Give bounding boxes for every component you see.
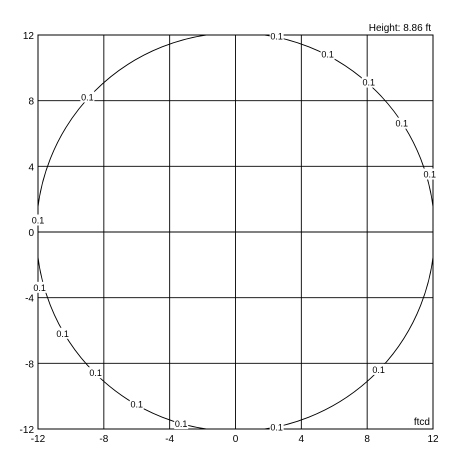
y-tick-label: 4 <box>28 162 34 173</box>
grid <box>38 35 433 429</box>
y-tick-label: -12 <box>20 425 35 436</box>
contour-label: 0.1 <box>394 117 409 129</box>
contour-label-bg <box>269 30 284 42</box>
x-tick-label: -12 <box>31 434 46 445</box>
contour-label: 0.1 <box>371 363 386 375</box>
contour-label-text: 0.1 <box>32 216 45 226</box>
contour-label-bg <box>394 117 409 129</box>
x-tick-label: 8 <box>364 434 370 445</box>
x-tick-label: 4 <box>299 434 305 445</box>
contour-label: 0.1 <box>88 367 103 379</box>
contour-label: 0.1 <box>80 91 95 103</box>
x-tick-label: 12 <box>427 434 439 445</box>
contour-label: 0.1 <box>422 168 437 180</box>
contour-label-text: 0.1 <box>395 119 408 129</box>
contour-label-bg <box>129 398 144 410</box>
contour-label: 0.1 <box>32 281 47 293</box>
contour-label-text: 0.1 <box>175 419 188 429</box>
y-tick-label: -4 <box>25 294 34 305</box>
contour-label-bg <box>422 168 437 180</box>
contour-label-text: 0.1 <box>89 368 102 378</box>
contour-label-bg <box>361 76 376 88</box>
contour-label-bg <box>80 91 95 103</box>
contour-label: 0.1 <box>269 30 284 42</box>
contour-label-text: 0.1 <box>33 283 46 293</box>
contour-label: 0.1 <box>361 76 376 88</box>
axis-ticks: -12 -8 -4 0 4 8 12 12 8 4 0 -4 -8 -12 <box>20 31 439 445</box>
contour-label-bg <box>31 214 45 226</box>
contour-label-bg <box>174 418 189 430</box>
contour-label-text: 0.1 <box>363 78 376 88</box>
contour-label-bg <box>32 281 47 293</box>
contour-label-text: 0.1 <box>321 50 334 60</box>
contour-label-text: 0.1 <box>423 170 436 180</box>
contour-label: 0.1 <box>269 421 284 433</box>
y-tick-label: 8 <box>28 97 34 108</box>
contour-label: 0.1 <box>129 398 144 410</box>
contour-label-bg <box>320 48 335 60</box>
contour-label: 0.1 <box>174 418 189 430</box>
x-tick-label: 0 <box>233 434 239 445</box>
contour-label-text: 0.1 <box>56 329 69 339</box>
contour-label-text: 0.1 <box>270 422 283 432</box>
contour-label: 0.1 <box>55 327 70 339</box>
units-label: ftcd <box>414 417 430 428</box>
y-tick-label: -8 <box>25 359 34 370</box>
y-tick-label: 12 <box>23 31 35 42</box>
contour-label-bg <box>371 363 386 375</box>
contour-label-text: 0.1 <box>372 365 385 375</box>
contour-label-text: 0.1 <box>270 32 283 42</box>
height-readout: Height: 8.86 ft <box>369 23 431 34</box>
x-tick-label: -8 <box>99 434 108 445</box>
contour-label: 0.1 <box>31 214 45 226</box>
contour-label: 0.1 <box>320 48 335 60</box>
contour-label-bg <box>269 421 284 433</box>
contour-label-bg <box>88 367 103 379</box>
x-tick-label: -4 <box>165 434 174 445</box>
contour-label-text: 0.1 <box>81 92 94 102</box>
y-tick-label: 0 <box>28 228 34 239</box>
contour-label-text: 0.1 <box>130 399 143 409</box>
contour-label-bg <box>55 327 70 339</box>
contour-labels: 0.1 0.1 0.1 0.1 0.1 0.1 0.1 0.1 0.1 0.1 0.1 0.1 0.1 0… <box>31 30 437 433</box>
